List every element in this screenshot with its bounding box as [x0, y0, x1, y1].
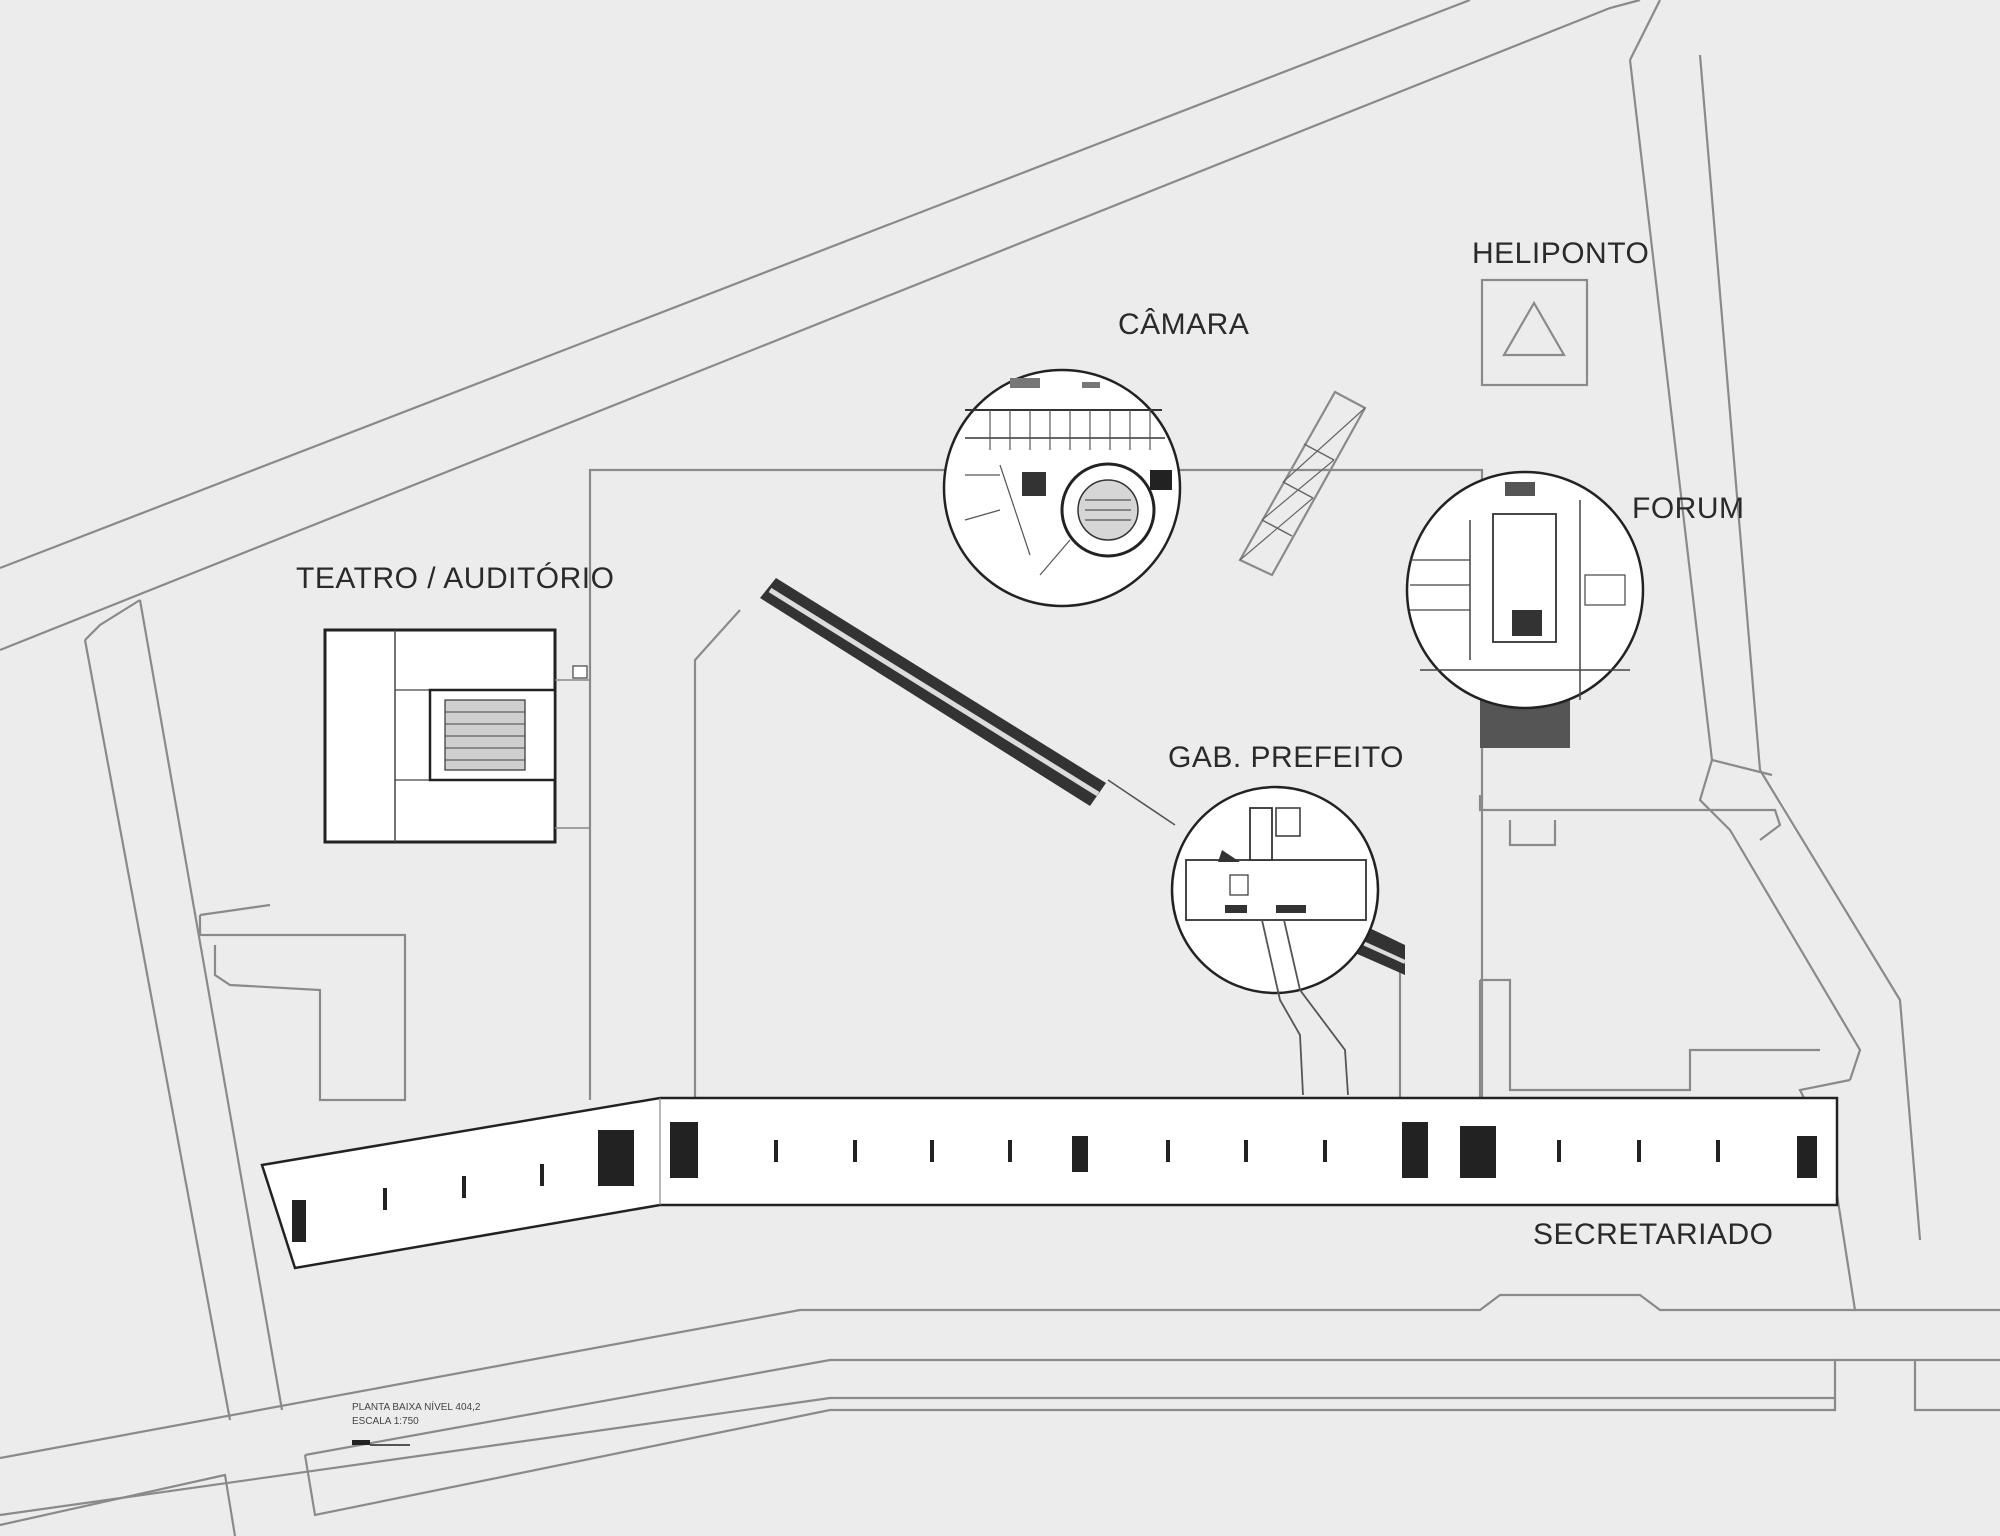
forum-building: [1405, 470, 1645, 748]
secretariado-building: [260, 1096, 1839, 1270]
label-camara: CÂMARA: [1118, 308, 1249, 341]
camara-building: [942, 368, 1182, 608]
scale-bar: [352, 1440, 370, 1445]
teatro-building: [323, 628, 590, 844]
label-teatro: TEATRO / AUDITÓRIO: [296, 562, 614, 595]
connector-structure: [1238, 390, 1367, 577]
label-secretariado: SECRETARIADO: [1533, 1218, 1773, 1251]
heliport-pad: [1480, 278, 1589, 387]
caption-scale: ESCALA 1:750: [352, 1416, 419, 1427]
label-gabinete: GAB. PREFEITO: [1168, 741, 1404, 774]
label-forum: FORUM: [1632, 492, 1744, 525]
label-heliponto: HELIPONTO: [1472, 237, 1649, 270]
gabinete-building: [1170, 785, 1380, 1096]
drawing-caption: PLANTA BAIXA NÍVEL 404,2 ESCALA 1:750: [352, 1400, 481, 1446]
caption-title: PLANTA BAIXA NÍVEL 404,2: [352, 1400, 481, 1413]
